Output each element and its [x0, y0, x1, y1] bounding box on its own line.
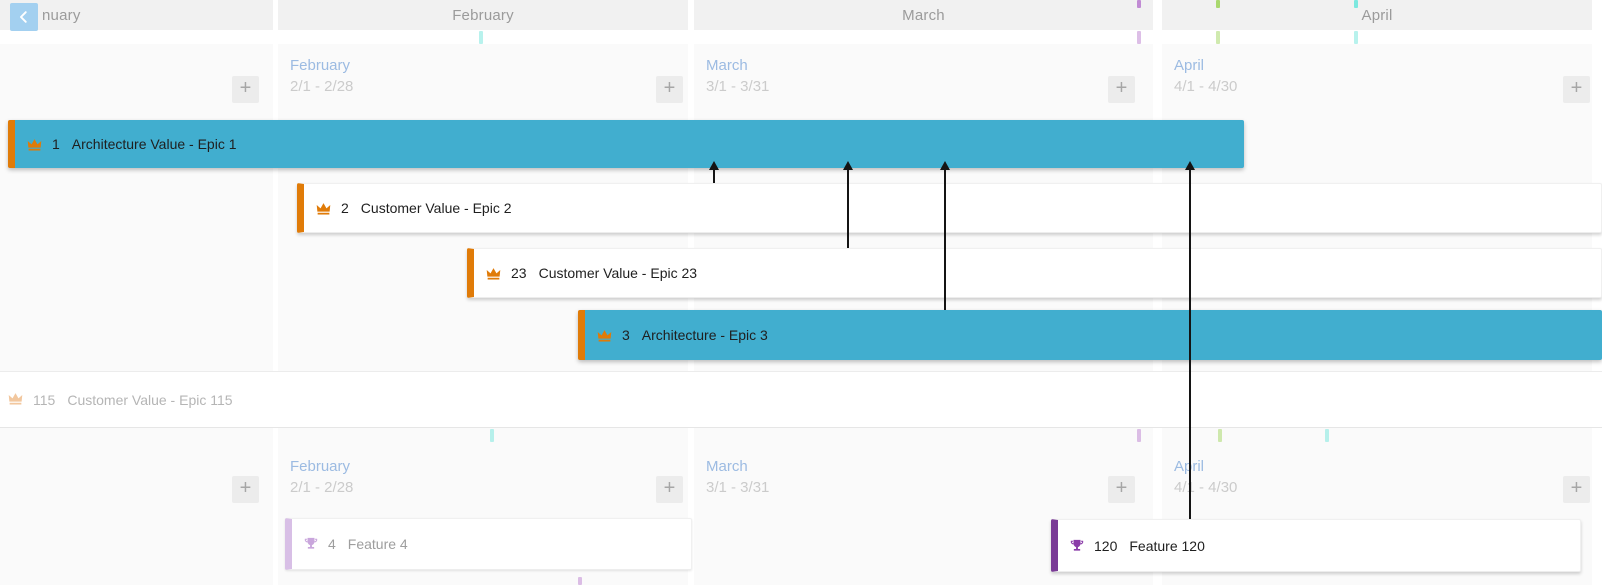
dependency-arrowhead	[940, 161, 950, 170]
month-cell-march: March 3/1 - 3/31	[706, 457, 906, 499]
work-item-id: 2	[341, 200, 349, 216]
epic-bar-1[interactable]: 1 Architecture Value - Epic 1	[8, 120, 1244, 168]
month-cell-april: April 4/1 - 4/30	[1174, 56, 1374, 98]
epic-bar-23[interactable]: 23 Customer Value - Epic 23	[467, 248, 1602, 298]
month-cell-name: April	[1174, 457, 1374, 477]
milestone-tick	[490, 429, 494, 442]
dependency-line-epic23-epic1	[847, 169, 849, 248]
month-header-january: nuary	[0, 0, 273, 30]
month-cell-name: February	[290, 57, 351, 74]
epic-bar-3[interactable]: 3 Architecture - Epic 3	[578, 310, 1602, 360]
month-cell-name: February	[290, 458, 351, 475]
month-cell-name: March	[706, 458, 748, 475]
month-cell-name: March	[706, 57, 748, 74]
trophy-icon	[304, 537, 318, 551]
chevron-left-icon	[19, 11, 27, 23]
month-header-label: April	[1361, 6, 1393, 24]
add-item-button[interactable]: +	[232, 476, 259, 503]
month-cell-range: 4/1 - 4/30	[1174, 78, 1238, 95]
milestone-tick	[578, 577, 582, 585]
dependency-arrowhead	[843, 161, 853, 170]
column-separator	[1153, 428, 1162, 585]
add-item-button[interactable]: +	[656, 476, 683, 503]
month-cell-february: February 2/1 - 2/28	[290, 457, 490, 499]
work-item-id: 1	[52, 136, 60, 152]
work-item-id: 115	[33, 391, 56, 408]
dependency-line-epic3-epic1	[944, 169, 946, 310]
month-cell-range: 4/1 - 4/30	[1174, 479, 1238, 496]
column-separator	[688, 428, 694, 585]
milestone-tick	[479, 31, 483, 44]
month-header-february: February	[278, 0, 688, 30]
month-cell-name: April	[1174, 57, 1205, 74]
milestone-tick	[1354, 31, 1358, 44]
work-item-title: Customer Value - Epic 115	[67, 391, 233, 408]
column-separator	[273, 44, 278, 371]
work-item-id: 3	[622, 327, 630, 343]
dependency-arrowhead	[709, 161, 719, 170]
add-item-button[interactable]: +	[1563, 476, 1590, 503]
milestone-tick	[1137, 429, 1141, 442]
work-item-title: Architecture - Epic 3	[641, 327, 768, 343]
work-item-id: 4	[328, 536, 336, 552]
month-cell-april: April 4/1 - 4/30	[1174, 457, 1374, 499]
feature-bar-120[interactable]: 120 Feature 120	[1051, 519, 1581, 572]
milestone-tick	[1216, 31, 1220, 44]
month-cell-february: February 2/1 - 2/28	[290, 56, 490, 98]
trophy-icon	[1070, 539, 1084, 553]
month-cell-range: 3/1 - 3/31	[706, 78, 770, 95]
work-item-title: Architecture Value - Epic 1	[71, 136, 237, 152]
milestone-tick	[1137, 31, 1141, 44]
month-cell-range: 2/1 - 2/28	[290, 78, 354, 95]
month-header-april: April	[1162, 0, 1592, 30]
work-item-title: Customer Value - Epic 2	[360, 200, 512, 216]
add-item-button[interactable]: +	[656, 76, 683, 103]
milestone-tick	[1216, 0, 1220, 8]
add-item-button[interactable]: +	[232, 76, 259, 103]
add-item-button[interactable]: +	[1563, 76, 1590, 103]
work-item-id: 23	[511, 265, 527, 281]
month-cell-range: 2/1 - 2/28	[290, 479, 354, 496]
month-header-label: nuary	[42, 6, 81, 24]
add-item-button[interactable]: +	[1108, 76, 1135, 103]
work-item-title: Customer Value - Epic 23	[538, 265, 698, 281]
month-cell-march: March 3/1 - 3/31	[706, 56, 906, 98]
work-item-title: Feature 120	[1129, 537, 1205, 554]
milestone-tick	[1354, 0, 1358, 8]
epic-bar-2[interactable]: 2 Customer Value - Epic 2	[297, 183, 1602, 233]
crown-icon	[486, 267, 501, 280]
month-header-label: February	[452, 6, 514, 24]
add-item-button[interactable]: +	[1108, 476, 1135, 503]
column-separator	[1592, 428, 1602, 585]
milestone-tick	[1137, 0, 1141, 8]
epic-row-115-collapsed[interactable]: 115 Customer Value - Epic 115	[0, 371, 1602, 428]
dependency-line-feature120-epic1	[1189, 169, 1191, 519]
milestone-tick	[1218, 429, 1222, 442]
month-cell-range: 3/1 - 3/31	[706, 479, 770, 496]
work-item-id: 120	[1094, 537, 1118, 554]
work-item-title: Feature 4	[347, 536, 408, 552]
feature-bar-4[interactable]: 4 Feature 4	[285, 518, 692, 570]
milestone-tick	[1325, 429, 1329, 442]
crown-icon	[8, 392, 23, 408]
dependency-line-epic2-epic1	[713, 169, 715, 183]
crown-icon	[597, 329, 612, 342]
crown-icon	[316, 202, 331, 215]
scroll-left-button[interactable]	[10, 3, 38, 31]
month-header-label: March	[902, 6, 945, 24]
dependency-arrowhead	[1185, 161, 1195, 170]
month-header-march: March	[694, 0, 1153, 30]
column-separator	[273, 428, 278, 585]
crown-icon	[27, 138, 42, 151]
